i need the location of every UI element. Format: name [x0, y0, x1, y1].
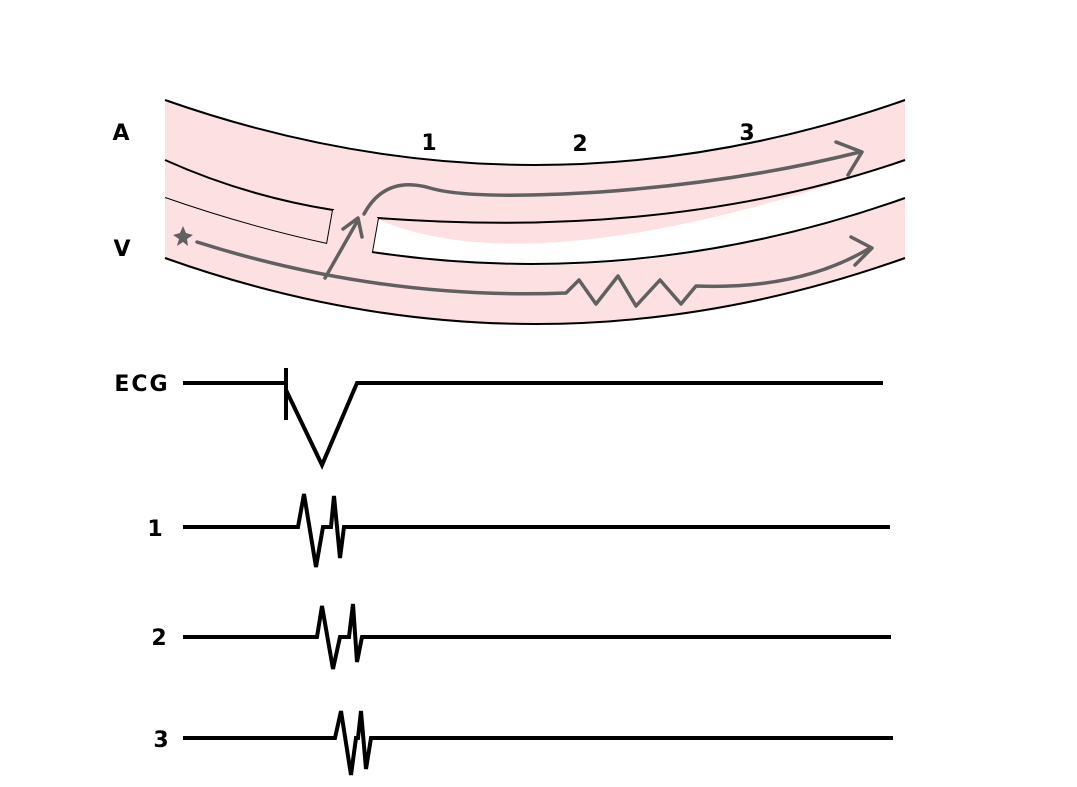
site-2-label: 2 — [572, 132, 587, 157]
ventricular-arrowhead — [849, 235, 874, 267]
atrium-inner-wall-right — [371, 159, 906, 253]
electrogram-3-trace — [183, 710, 893, 776]
site-3-label: 3 — [739, 121, 754, 146]
electrogram-1-row: 1 — [147, 493, 890, 568]
ventricle-upper-wall — [371, 197, 906, 265]
atrium-tissue — [165, 100, 905, 252]
atrium-outer-wall — [164, 99, 906, 166]
conduction-paths — [173, 140, 874, 308]
ventricle-label: V — [113, 237, 130, 262]
trace-3-label: 3 — [153, 728, 168, 753]
ventricle-tissue — [165, 198, 905, 324]
atrial-branch-path — [323, 218, 360, 280]
electrogram-3-row: 3 — [153, 710, 893, 776]
ventricular-path — [195, 240, 872, 308]
trace-2-label: 2 — [151, 626, 166, 651]
trace-1-label: 1 — [147, 517, 162, 542]
atrial-arrowhead — [834, 140, 864, 177]
atrium-band — [164, 99, 906, 253]
atrial-branch-arrowhead — [341, 216, 364, 239]
electrogram-2-trace — [183, 603, 891, 670]
ventricle-band — [164, 197, 906, 325]
ecg-trace — [183, 381, 883, 470]
atrial-path — [362, 150, 862, 216]
atrium-label: A — [112, 121, 129, 146]
electrogram-2-row: 2 — [151, 603, 891, 670]
electrogram-1-trace — [183, 493, 890, 568]
ecg-label: ECG — [114, 372, 169, 397]
ecg-row: ECG — [114, 368, 883, 470]
site-1-label: 1 — [421, 131, 436, 156]
origin-star-icon — [173, 226, 193, 246]
ventricle-outer-wall — [164, 257, 906, 325]
